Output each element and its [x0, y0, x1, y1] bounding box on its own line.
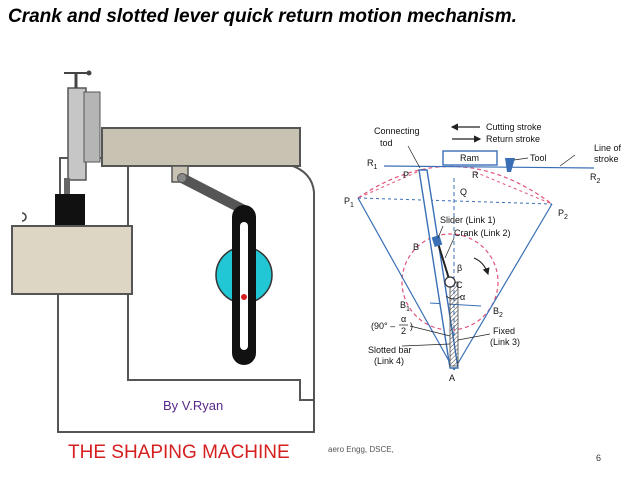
label-return-stroke: Return stroke [486, 134, 540, 144]
label-connecting-rod-2: tod [380, 138, 393, 148]
label-slotted-link: (Link 4) [374, 356, 404, 366]
label-angle-den: 2 [401, 326, 406, 336]
machine-ram [101, 127, 301, 167]
ram-block [442, 150, 498, 166]
workpiece [55, 194, 85, 228]
crank-pin [241, 294, 247, 300]
tool-shape [505, 158, 515, 172]
machine-caption: THE SHAPING MACHINE [68, 442, 290, 463]
label-angle-close: ) [410, 321, 413, 331]
label-slotted-bar: Slotted bar [368, 345, 412, 355]
machine-credit: By V.Ryan [163, 398, 223, 413]
machine-table [11, 225, 133, 295]
shaping-machine-illustration: By V.Ryan THE SHAPING MACHINE [11, 70, 315, 463]
cutting-tool [64, 178, 70, 194]
crank-link [436, 239, 451, 283]
label-a: A [449, 373, 455, 383]
line-of-stroke [383, 165, 595, 169]
label-q: Q [460, 187, 467, 197]
label-line-of-stroke-2: stroke [594, 154, 619, 164]
label-tool: Tool [530, 153, 547, 163]
label-b: B [413, 242, 419, 252]
label-p2: P2 [558, 208, 568, 221]
label-r2: R2 [590, 172, 601, 185]
crank-circle [401, 233, 499, 331]
label-p: P [403, 170, 409, 180]
slotted-bar [418, 169, 459, 369]
tool-head [67, 87, 87, 181]
label-angle-num: α [401, 314, 406, 324]
label-p1: P1 [344, 196, 354, 209]
label-b2: B2 [493, 306, 503, 319]
label-r: R [472, 170, 479, 180]
label-r1: R1 [367, 158, 378, 171]
label-connecting-rod: Connecting [374, 126, 420, 136]
label-c: C [456, 280, 463, 290]
label-b1: B1 [400, 300, 410, 313]
fixed-link [449, 281, 459, 367]
label-slider: Slider (Link 1) [440, 215, 496, 225]
page-number: 6 [596, 453, 601, 463]
label-line-of-stroke: Line of [594, 143, 622, 153]
label-cutting-stroke: Cutting stroke [486, 122, 542, 132]
label-fixed-link: (Link 3) [490, 337, 520, 347]
machine-connecting-rod [177, 173, 253, 217]
quick-return-mechanism-diagram: Connecting tod Cutting stroke Return str… [344, 122, 622, 383]
label-beta: β [457, 263, 462, 273]
slide-title: Crank and slotted lever quick return mot… [8, 6, 517, 27]
label-alpha: α [460, 292, 465, 302]
label-fixed: Fixed [493, 326, 515, 336]
label-crank: Crank (Link 2) [454, 228, 511, 238]
label-angle: (90° – [371, 321, 395, 331]
label-ram: Ram [460, 153, 479, 163]
slide-footer: aero Engg, DSCE, [328, 445, 394, 454]
slider-block [431, 235, 443, 247]
